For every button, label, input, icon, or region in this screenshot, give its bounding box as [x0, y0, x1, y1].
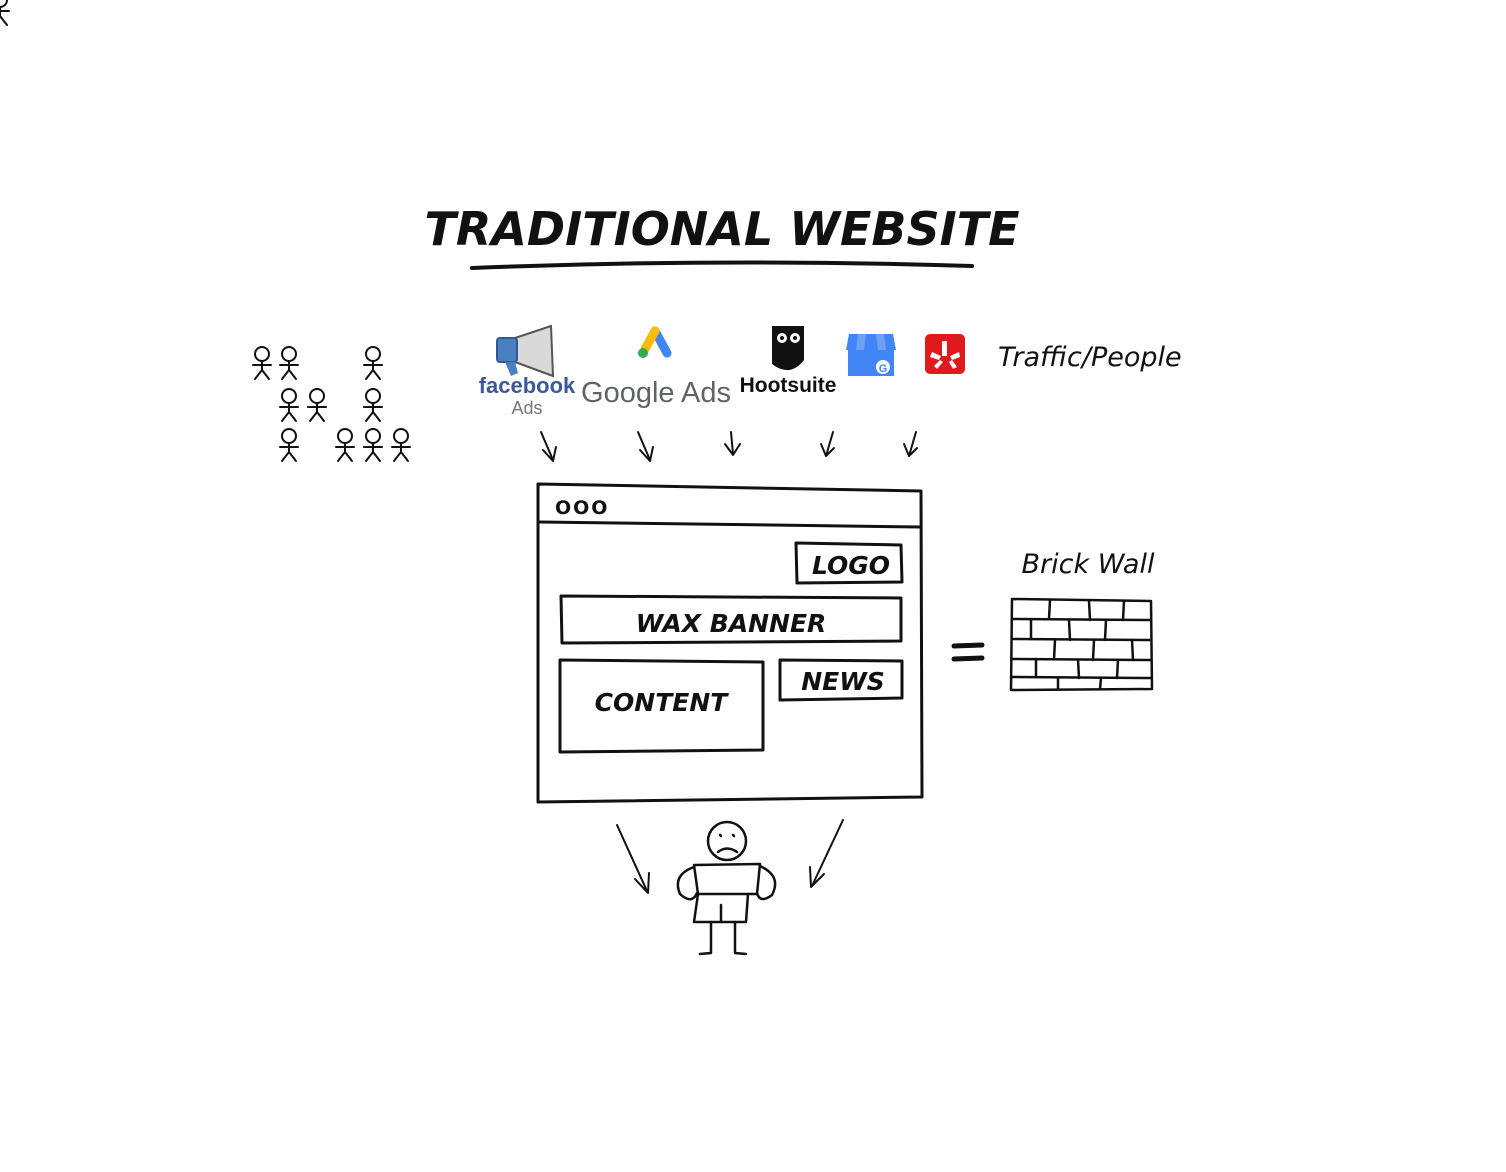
banner-box-label: WAX BANNER	[636, 609, 827, 638]
svg-text:G: G	[879, 363, 888, 375]
arrow-icon	[724, 431, 741, 456]
content-box: CONTENT	[558, 658, 765, 754]
yelp-icon	[925, 334, 965, 374]
brick-wall-icon	[1009, 597, 1154, 692]
google-ads-logo: Google Ads	[581, 326, 731, 409]
crowd-icon	[0, 0, 411, 462]
google-ads-wordmark: Google Ads	[581, 377, 731, 409]
page-title: TRADITIONAL WEBSITE	[425, 202, 1020, 256]
facebook-ads-sub: Ads	[511, 398, 542, 418]
news-box-label: NEWS	[801, 667, 885, 696]
hootsuite-wordmark: Hootsuite	[740, 374, 837, 397]
traffic-label: Traffic/People	[998, 342, 1182, 373]
google-my-business-icon: G	[846, 334, 896, 376]
arrow-icon	[637, 431, 654, 462]
stick-person-icon	[0, 0, 10, 26]
title-underline	[470, 260, 974, 270]
arrow-icon	[616, 824, 650, 894]
logo-box-label: LOGO	[812, 551, 890, 580]
browser-dots: OOO	[555, 497, 609, 519]
owl-icon	[772, 326, 804, 371]
arrow-icon	[903, 431, 918, 457]
brick-wall-label: Brick Wall	[1022, 549, 1155, 580]
logo-box: LOGO	[794, 541, 904, 585]
google-ads-icon	[638, 326, 672, 358]
outflow-arrows	[616, 819, 844, 894]
facebook-ads-logo: facebook Ads	[479, 324, 576, 418]
arrow-icon	[809, 819, 844, 888]
arrow-icon	[820, 431, 835, 457]
browser-window: OOO LOGO WAX BANNER CONTENT NEWS	[536, 482, 924, 804]
news-box: NEWS	[778, 658, 904, 702]
content-box-label: CONTENT	[595, 688, 730, 717]
equals-sign	[951, 642, 985, 662]
sad-person-icon	[676, 820, 777, 956]
facebook-wordmark: facebook	[479, 373, 576, 398]
traffic-arrows	[540, 431, 918, 462]
megaphone-icon	[496, 324, 555, 378]
hootsuite-logo: Hootsuite	[740, 326, 837, 397]
banner-box: WAX BANNER	[559, 594, 903, 645]
arrow-icon	[540, 431, 557, 462]
